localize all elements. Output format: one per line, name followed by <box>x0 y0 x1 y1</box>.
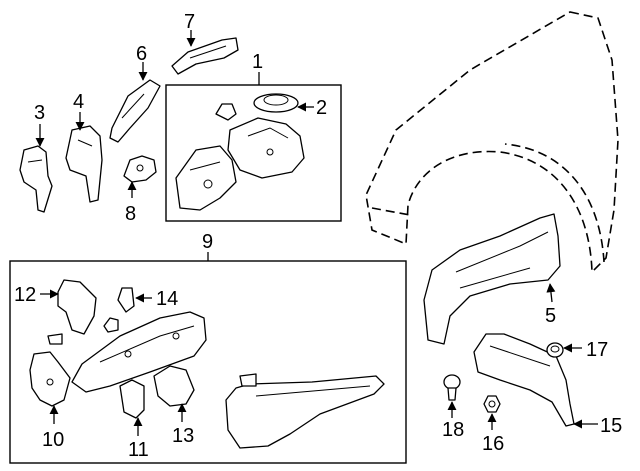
part-7-rail-extension <box>171 37 239 75</box>
part-10-bracket <box>29 351 71 407</box>
callout-5: 5 <box>545 305 556 327</box>
part-8-bracket <box>123 155 157 183</box>
part-17-grommet <box>546 342 564 358</box>
part-13-bracket <box>153 365 195 407</box>
callout-15: 15 <box>600 415 622 437</box>
part-15-extension <box>473 333 575 427</box>
part-11-gusset <box>119 379 145 419</box>
callout-7: 7 <box>184 11 195 33</box>
part-6-reinforcement <box>109 79 161 143</box>
callout-3: 3 <box>34 102 45 124</box>
callout-1: 1 <box>252 51 263 73</box>
part-1-wheelhouse <box>175 117 305 211</box>
part-18-clip <box>443 374 461 401</box>
part-16-nut <box>483 395 501 413</box>
part-3-bracket <box>19 145 53 213</box>
part-4-apron <box>65 125 103 203</box>
callout-17: 17 <box>586 339 608 361</box>
callout-6: 6 <box>136 43 147 65</box>
callout-13: 13 <box>172 425 194 447</box>
part-9-front-rail <box>71 311 207 393</box>
callout-11: 11 <box>128 439 149 461</box>
callout-4: 4 <box>73 91 84 113</box>
part-5-wheelhouse-panel <box>423 213 561 345</box>
callout-18: 18 <box>442 419 464 441</box>
callout-2: 2 <box>316 97 327 119</box>
callout-10: 10 <box>42 429 64 451</box>
callout-16: 16 <box>482 433 504 455</box>
group-box-1 <box>165 84 342 222</box>
fender-outline <box>365 11 619 274</box>
callout-9: 9 <box>202 231 213 253</box>
part-14-clip <box>47 287 135 345</box>
part-12-bracket <box>57 279 97 335</box>
part-2-cap <box>215 93 299 121</box>
part-9-lower-rail <box>225 373 385 449</box>
callout-8: 8 <box>125 203 136 225</box>
callout-12: 12 <box>14 284 36 306</box>
callout-14: 14 <box>156 288 178 310</box>
